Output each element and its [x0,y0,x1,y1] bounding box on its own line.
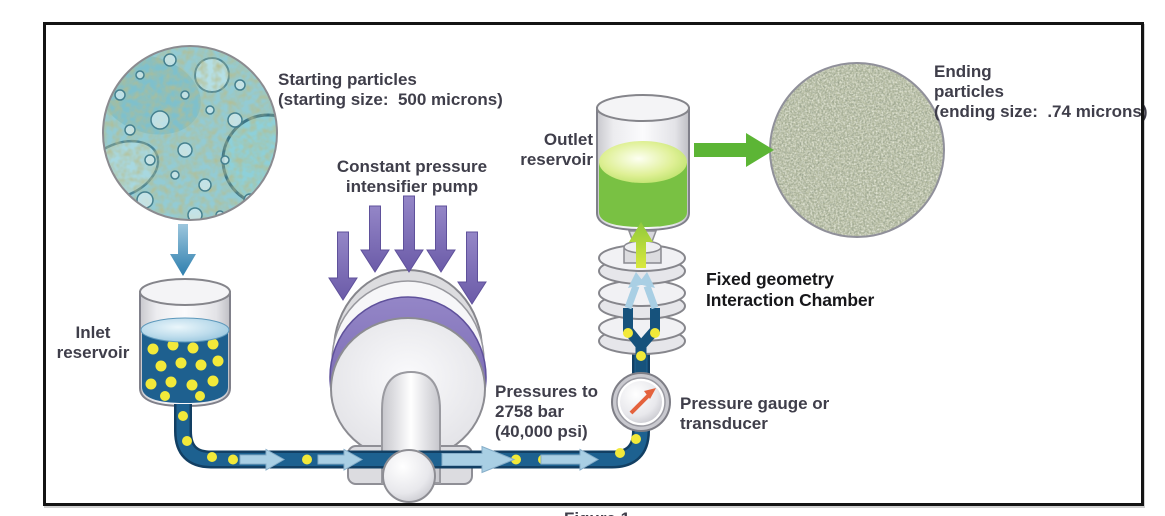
flow-direction-arrows [239,445,600,474]
output-arrow-icon [694,133,774,167]
pump-pressure-arrows [328,195,487,305]
flow-arrow-icon [317,448,364,471]
figure-caption: Figure 1 [527,509,667,516]
label-line: 2758 bar [495,402,564,422]
label-line: Starting particles [278,70,417,89]
label-line: reservoir [520,150,593,170]
label-line: Inlet [75,323,111,342]
label-line: reservoir [56,343,130,363]
label-line: Outlet [543,130,593,149]
intensifier-pump-label: Constant pressure intensifier pump [302,157,522,197]
label-line: intensifier pump [345,177,479,197]
pressure-gauge-label: Pressure gauge or transducer [680,394,829,434]
ending-particles-micrograph [769,62,945,238]
inlet-reservoir-label: Inlet reservoir [56,323,130,363]
outlet-reservoir-label: Outlet reservoir [508,130,593,170]
flow-arrow-icon [441,445,516,474]
pressure-arrow-icon [328,231,358,301]
label-line: (40,000 psi) [495,422,588,442]
interaction-chamber [598,222,686,372]
ending-particles-label: Ending particles (ending size: .74 micro… [934,62,1148,122]
label-line: particles [934,82,1004,102]
chamber-output-arrow-icon [629,222,653,268]
outlet-reservoir [596,94,690,248]
pressure-gauge [611,372,671,432]
label-line: (starting size: 500 microns) [278,90,503,110]
flow-arrow-icon [540,448,600,471]
pressure-arrow-icon [394,195,424,273]
label-line: Pressures to [495,382,598,401]
starting-particles-label: Starting particles (starting size: 500 m… [278,70,503,110]
chamber-flow-path [623,272,660,372]
label-line: Constant pressure [336,157,488,176]
label-line: Ending [934,62,992,81]
pressure-arrow-icon [426,205,456,273]
starting-particles-micrograph [102,45,278,221]
label-line: (ending size: .74 microns) [934,102,1148,122]
interaction-chamber-label: Fixed geometry Interaction Chamber [706,269,874,310]
pressure-arrow-icon [457,231,487,305]
label-line: transducer [680,414,768,434]
pump-valve-sphere [382,449,436,503]
gauge-needle-icon [629,388,656,415]
flow-arrow-icon [239,448,286,471]
inlet-reservoir [139,278,231,408]
pressure-arrow-icon [360,205,390,273]
label-line: Interaction Chamber [706,289,875,310]
label-line: Pressure gauge or [680,394,830,413]
flow-arrow-icon [638,272,655,288]
label-line: Fixed geometry [706,269,834,289]
pressures-label: Pressures to 2758 bar (40,000 psi) [495,382,598,442]
inlet-flow-arrow-icon [170,224,196,276]
inlet-particles [145,338,224,401]
